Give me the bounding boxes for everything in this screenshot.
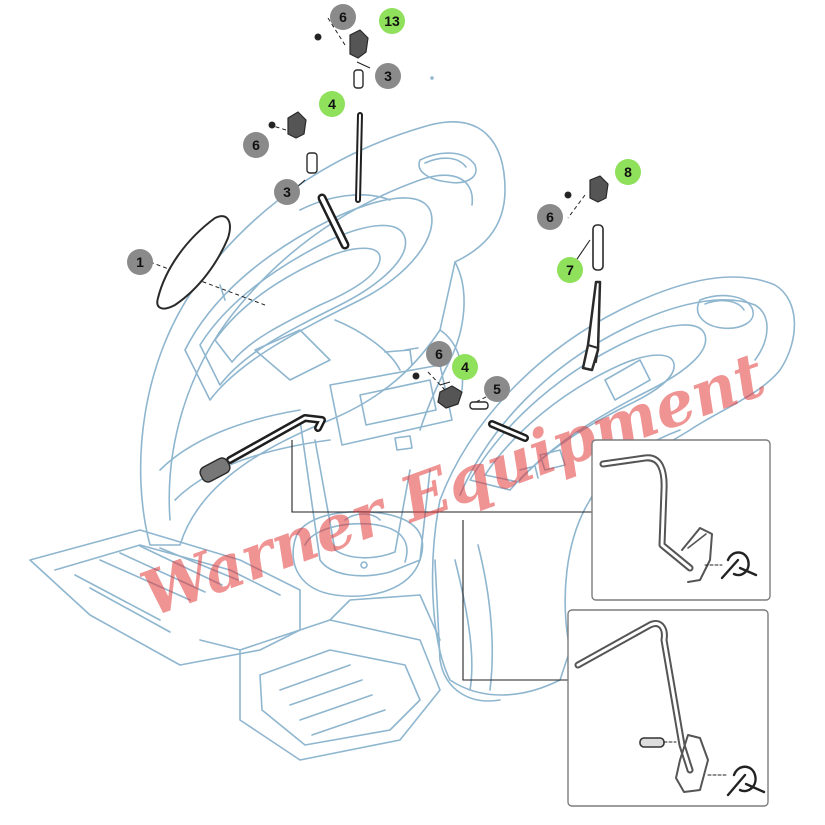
- pin-5: [469, 401, 489, 410]
- lever-knob-8: [589, 175, 609, 203]
- callout-4: 4: [319, 91, 345, 117]
- callout-label: 8: [624, 164, 632, 180]
- callout-label: 13: [384, 13, 400, 29]
- leader-lines: [149, 17, 586, 406]
- lever-knob-4a: [287, 111, 307, 139]
- callout-3: 3: [375, 63, 401, 89]
- spacer-3b: [306, 152, 318, 174]
- callout-8: 8: [615, 159, 641, 185]
- lever-knob-4b: [437, 385, 463, 409]
- callout-label: 1: [136, 254, 144, 270]
- callout-label: 5: [493, 381, 501, 397]
- callout-6: 6: [537, 204, 563, 230]
- callout-4: 4: [452, 354, 478, 380]
- callout-6: 6: [426, 341, 452, 367]
- parts: [156, 29, 609, 483]
- callout-label: 7: [566, 262, 574, 278]
- screw-6d: [412, 372, 420, 380]
- callout-1: 1: [127, 249, 153, 275]
- leader-lines-solid: [291, 61, 598, 681]
- callout-label: 3: [283, 184, 291, 200]
- screw-6b: [268, 121, 276, 129]
- callout-7: 7: [557, 257, 583, 283]
- callout-6: 6: [243, 132, 269, 158]
- callout-label: 6: [546, 209, 554, 225]
- spacer-3a: [353, 69, 364, 89]
- callout-badges: 6 13 3 4 6 3 1 8 6 7 6 4 5: [127, 4, 641, 402]
- callout-label: 6: [435, 346, 443, 362]
- rod-7: [592, 224, 604, 271]
- screw-6c: [564, 191, 572, 199]
- callout-label: 4: [328, 96, 336, 112]
- lever-detail-upper: [599, 454, 758, 583]
- mirror-part: [156, 215, 231, 310]
- callout-5: 5: [484, 376, 510, 402]
- callout-label: 4: [461, 359, 469, 375]
- callout-label: 3: [384, 68, 392, 84]
- lever-detail-lower: [574, 620, 766, 797]
- callout-3: 3: [274, 179, 300, 205]
- callout-6: 6: [330, 4, 356, 30]
- detail-panel-upper: [591, 439, 771, 601]
- lever-grip: [199, 457, 231, 483]
- callout-label: 6: [252, 137, 260, 153]
- callout-13: 13: [379, 8, 405, 34]
- lever-knob-13: [349, 29, 369, 59]
- callout-label: 6: [339, 9, 347, 25]
- screw-6a: [314, 33, 322, 41]
- detail-panel-lower: [567, 609, 769, 807]
